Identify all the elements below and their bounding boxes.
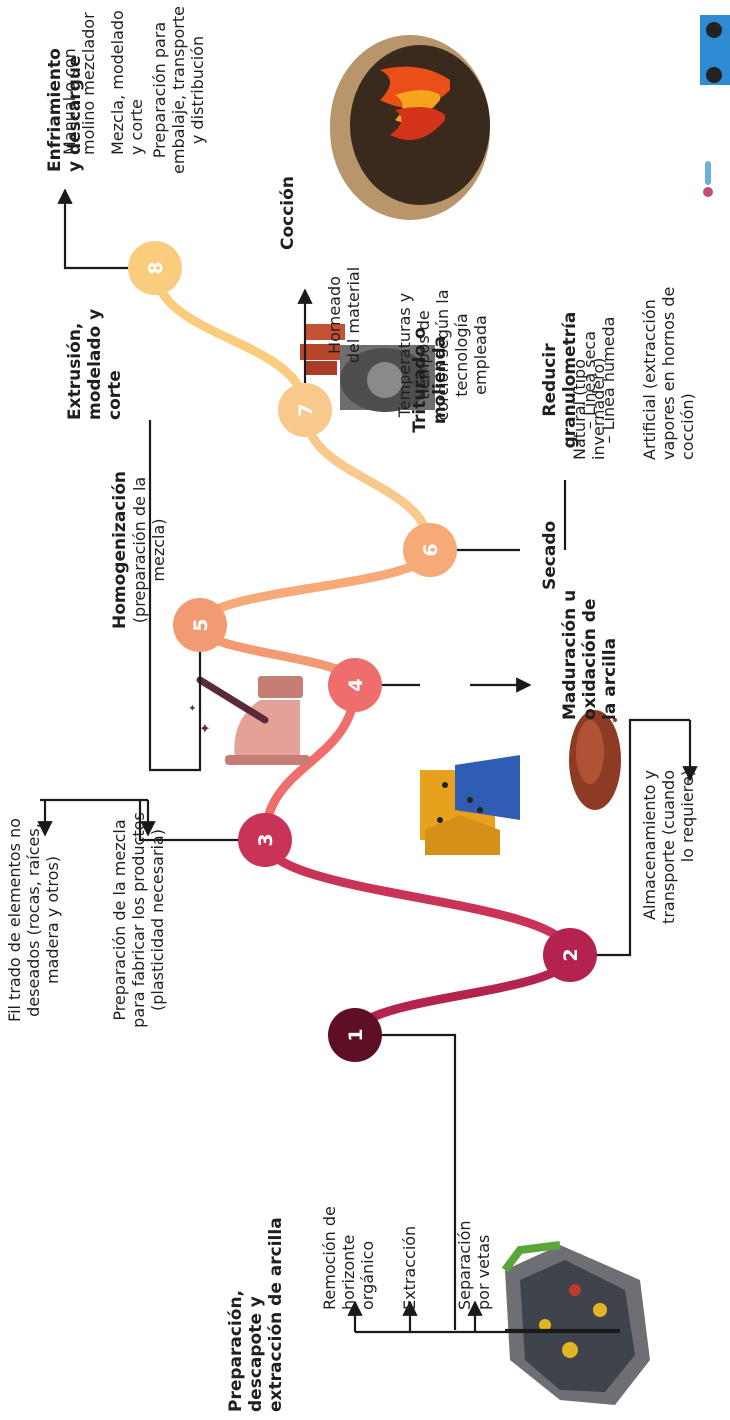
flow-segment-7-8 xyxy=(150,263,310,415)
step-number-1: 1 xyxy=(345,1028,367,1041)
step-node-8 xyxy=(128,241,182,295)
step-number-3: 3 xyxy=(255,833,277,846)
step-number-2: 2 xyxy=(560,948,582,961)
step-number-8: 8 xyxy=(145,261,167,274)
step-node-7 xyxy=(278,383,332,437)
step-node-4 xyxy=(328,658,382,712)
extruder-machine-illustration xyxy=(300,324,435,412)
kiln-illustration xyxy=(330,35,490,220)
mixing-bowl-illustration: ✦ ✦ xyxy=(188,676,310,765)
step-node-1 xyxy=(328,1008,382,1062)
step-6-title: Secado xyxy=(540,520,560,590)
step-node-2 xyxy=(543,928,597,982)
truck-illustration xyxy=(700,15,730,85)
step-number-5: 5 xyxy=(190,618,212,631)
step-node-6 xyxy=(403,523,457,577)
step-number-7: 7 xyxy=(295,403,317,416)
step-1-connector xyxy=(355,1033,457,1330)
step-number-4: 4 xyxy=(345,678,367,691)
dynamic-connectors xyxy=(37,188,698,1334)
step-7-title: Cocción xyxy=(278,176,298,250)
step-node-3 xyxy=(238,813,292,867)
step-5-connector xyxy=(148,420,202,772)
step-1-branch-2: Extracción xyxy=(400,1225,419,1310)
svg-text:✦: ✦ xyxy=(198,722,214,734)
flow-segment-2-3 xyxy=(260,835,575,960)
step-2-connector xyxy=(570,718,690,957)
thermometer-icon xyxy=(703,161,713,197)
flow-segment-1-2 xyxy=(350,950,575,1040)
step-8-arrow xyxy=(57,188,155,270)
step-number-6: 6 xyxy=(420,543,442,556)
step-3-connector xyxy=(138,800,265,842)
step-nodes: 1 2 3 4 5 6 7 8 xyxy=(128,241,597,1062)
flow-segment-5-6 xyxy=(195,545,435,630)
mine-illustration xyxy=(501,1241,650,1405)
step-node-5 xyxy=(173,598,227,652)
clay-pile-illustration xyxy=(569,710,621,810)
crusher-machine-illustration xyxy=(420,755,520,855)
svg-text:✦: ✦ xyxy=(188,704,199,712)
